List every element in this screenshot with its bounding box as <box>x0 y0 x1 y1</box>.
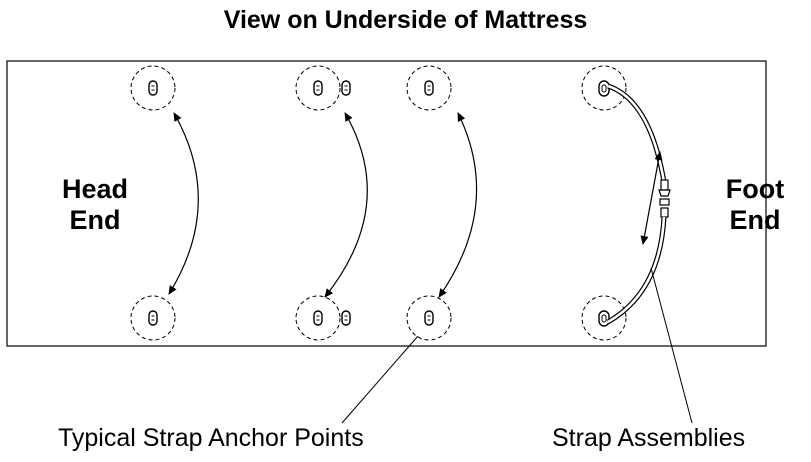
head-end-label: Head End <box>40 174 150 236</box>
strap-assemblies-callout: Strap Assemblies <box>552 424 746 452</box>
anchor-points-callout: Typical Strap Anchor Points <box>58 424 364 452</box>
foot-end-line2: End <box>729 205 781 235</box>
anchor-point-bottom-2 <box>295 295 351 341</box>
curved-arrow-2 <box>324 112 368 298</box>
anchor-point-top-2 <box>295 65 351 111</box>
curved-arrow-1 <box>168 112 199 295</box>
foot-end-line1: Foot <box>725 174 785 204</box>
anchor-point-top-4 <box>581 65 627 111</box>
head-end-line1: Head <box>61 174 129 204</box>
anchor-point-bottom-4 <box>581 295 627 341</box>
anchor-point-bottom-1 <box>130 295 176 341</box>
anchor-point-top-1 <box>130 65 176 111</box>
anchor-point-bottom-3 <box>406 295 452 341</box>
leader-strap-assemblies <box>650 267 693 424</box>
diagram-title: View on Underside of Mattress <box>223 6 588 34</box>
adjust-arrow-4 <box>640 151 663 245</box>
head-end-line2: End <box>69 205 121 235</box>
anchor-point-top-3 <box>406 65 452 111</box>
foot-end-label: Foot End <box>700 174 810 236</box>
curved-arrow-3 <box>438 112 478 298</box>
leader-anchor-points <box>341 335 419 424</box>
